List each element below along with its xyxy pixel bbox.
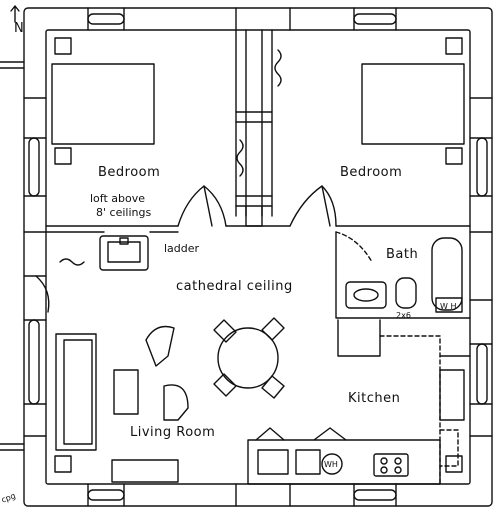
living-furniture (55, 325, 189, 483)
corner-posts (54, 37, 463, 473)
north-arrow (10, 5, 20, 23)
note-loft-above: loft above (90, 192, 145, 205)
label-bedroom-right: Bedroom (340, 165, 402, 180)
bed-right (361, 63, 465, 145)
exterior-walls (23, 7, 493, 507)
label-living-room: Living Room (130, 425, 215, 440)
label-bedroom-left: Bedroom (98, 165, 160, 180)
note-framing: 2x6 (396, 311, 411, 320)
bathroom (335, 231, 471, 319)
note-ladder: ladder (164, 242, 200, 255)
note-cathedral-ceiling: cathedral ceiling (176, 279, 293, 294)
wood-stove (99, 235, 149, 271)
dining-set (213, 317, 285, 399)
bedroom-doors (177, 185, 337, 227)
label-water-heater-kitchen: WH (324, 460, 338, 469)
label-kitchen: Kitchen (348, 391, 400, 406)
bed-left (51, 63, 155, 145)
label-bath: Bath (386, 247, 418, 262)
artist-signature: cpg (0, 491, 17, 504)
note-ceiling-height: 8' ceilings (96, 206, 151, 219)
label-water-heater-bath: W H (440, 302, 456, 311)
entry-door (35, 275, 50, 313)
north-letter: N (14, 21, 24, 36)
kitchen-cabinets (247, 319, 471, 485)
